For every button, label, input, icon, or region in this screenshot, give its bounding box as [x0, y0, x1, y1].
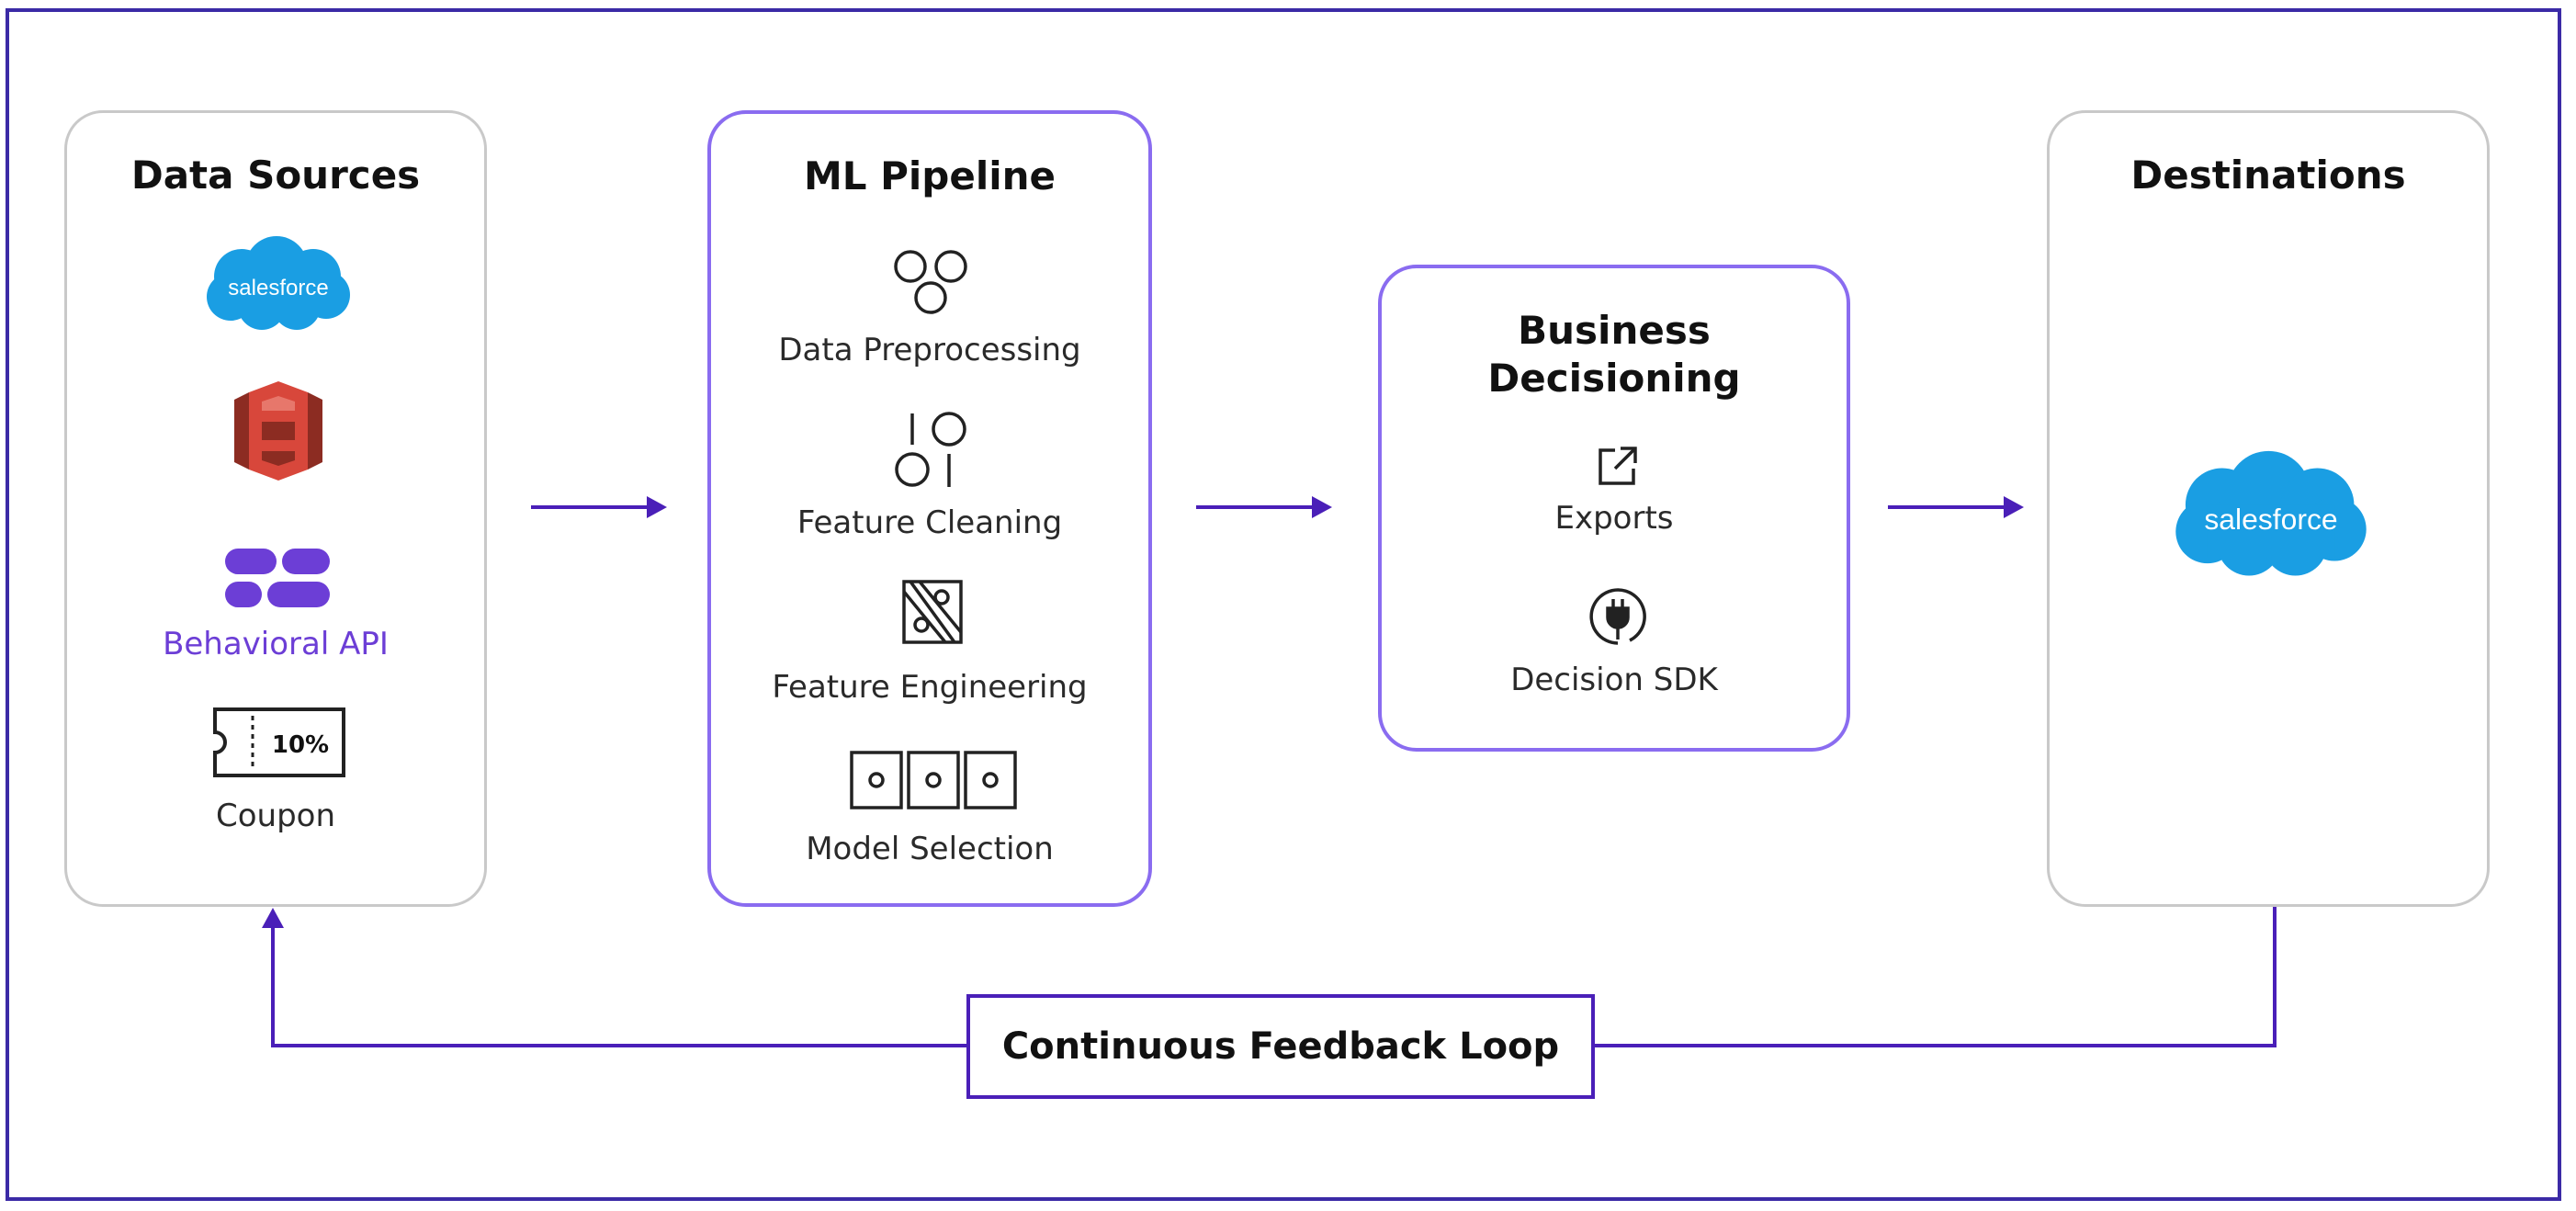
arrowhead-1 [647, 496, 667, 518]
coupon-label: Coupon [215, 798, 336, 834]
feature-engineering-icon [901, 579, 964, 645]
step-label-preprocessing: Data Preprocessing [778, 332, 1081, 368]
business-decisioning-card: Business Decisioning Exports Decision SD… [1378, 265, 1850, 752]
destinations-card: Destinations salesforce [2047, 110, 2490, 907]
aws-s3-logo-icon [231, 379, 326, 482]
salesforce-logo-icon-destination: salesforce [2164, 446, 2378, 583]
step-label-model-selection: Model Selection [806, 831, 1054, 867]
diagram-frame [6, 8, 2561, 1201]
model-selection-icon [849, 750, 1018, 810]
arrowhead-3 [2004, 496, 2024, 518]
arrowhead-feedback [262, 908, 284, 928]
ml-pipeline-card: ML Pipeline Data Preprocessing Feature C… [707, 110, 1152, 907]
behavioral-api-logo-icon [223, 547, 332, 609]
plug-icon [1587, 586, 1648, 647]
business-decisioning-title-line2: Decisioning [1487, 356, 1741, 401]
destinations-title: Destinations [2130, 153, 2406, 198]
feature-cleaning-icon [890, 410, 975, 491]
coupon-badge-text: 10% [272, 731, 329, 759]
continuous-feedback-loop-box: Continuous Feedback Loop [966, 994, 1595, 1099]
feedback-line-right [1595, 905, 2277, 1047]
business-decisioning-title-line1: Business [1518, 308, 1711, 353]
step-label-feature-cleaning: Feature Cleaning [797, 504, 1063, 541]
arrowhead-2 [1312, 496, 1332, 518]
step-label-feature-engineering: Feature Engineering [772, 669, 1088, 706]
decision-sdk-label: Decision SDK [1510, 662, 1718, 698]
preprocessing-circles-icon [890, 248, 973, 316]
feedback-loop-label: Continuous Feedback Loop [1001, 1025, 1560, 1068]
data-sources-card: Data Sources salesforce [64, 110, 487, 907]
feedback-line-left [271, 926, 966, 1047]
exports-label: Exports [1554, 500, 1674, 537]
export-icon [1595, 443, 1641, 489]
coupon-icon: 10% [212, 707, 346, 778]
salesforce-destination-logo-text: salesforce [2204, 503, 2337, 536]
salesforce-logo-text: salesforce [228, 276, 328, 300]
data-sources-title: Data Sources [130, 153, 421, 198]
salesforce-logo-icon: salesforce [198, 232, 359, 335]
behavioral-api-label: Behavioral API [163, 626, 389, 662]
ml-pipeline-title: ML Pipeline [803, 153, 1056, 198]
